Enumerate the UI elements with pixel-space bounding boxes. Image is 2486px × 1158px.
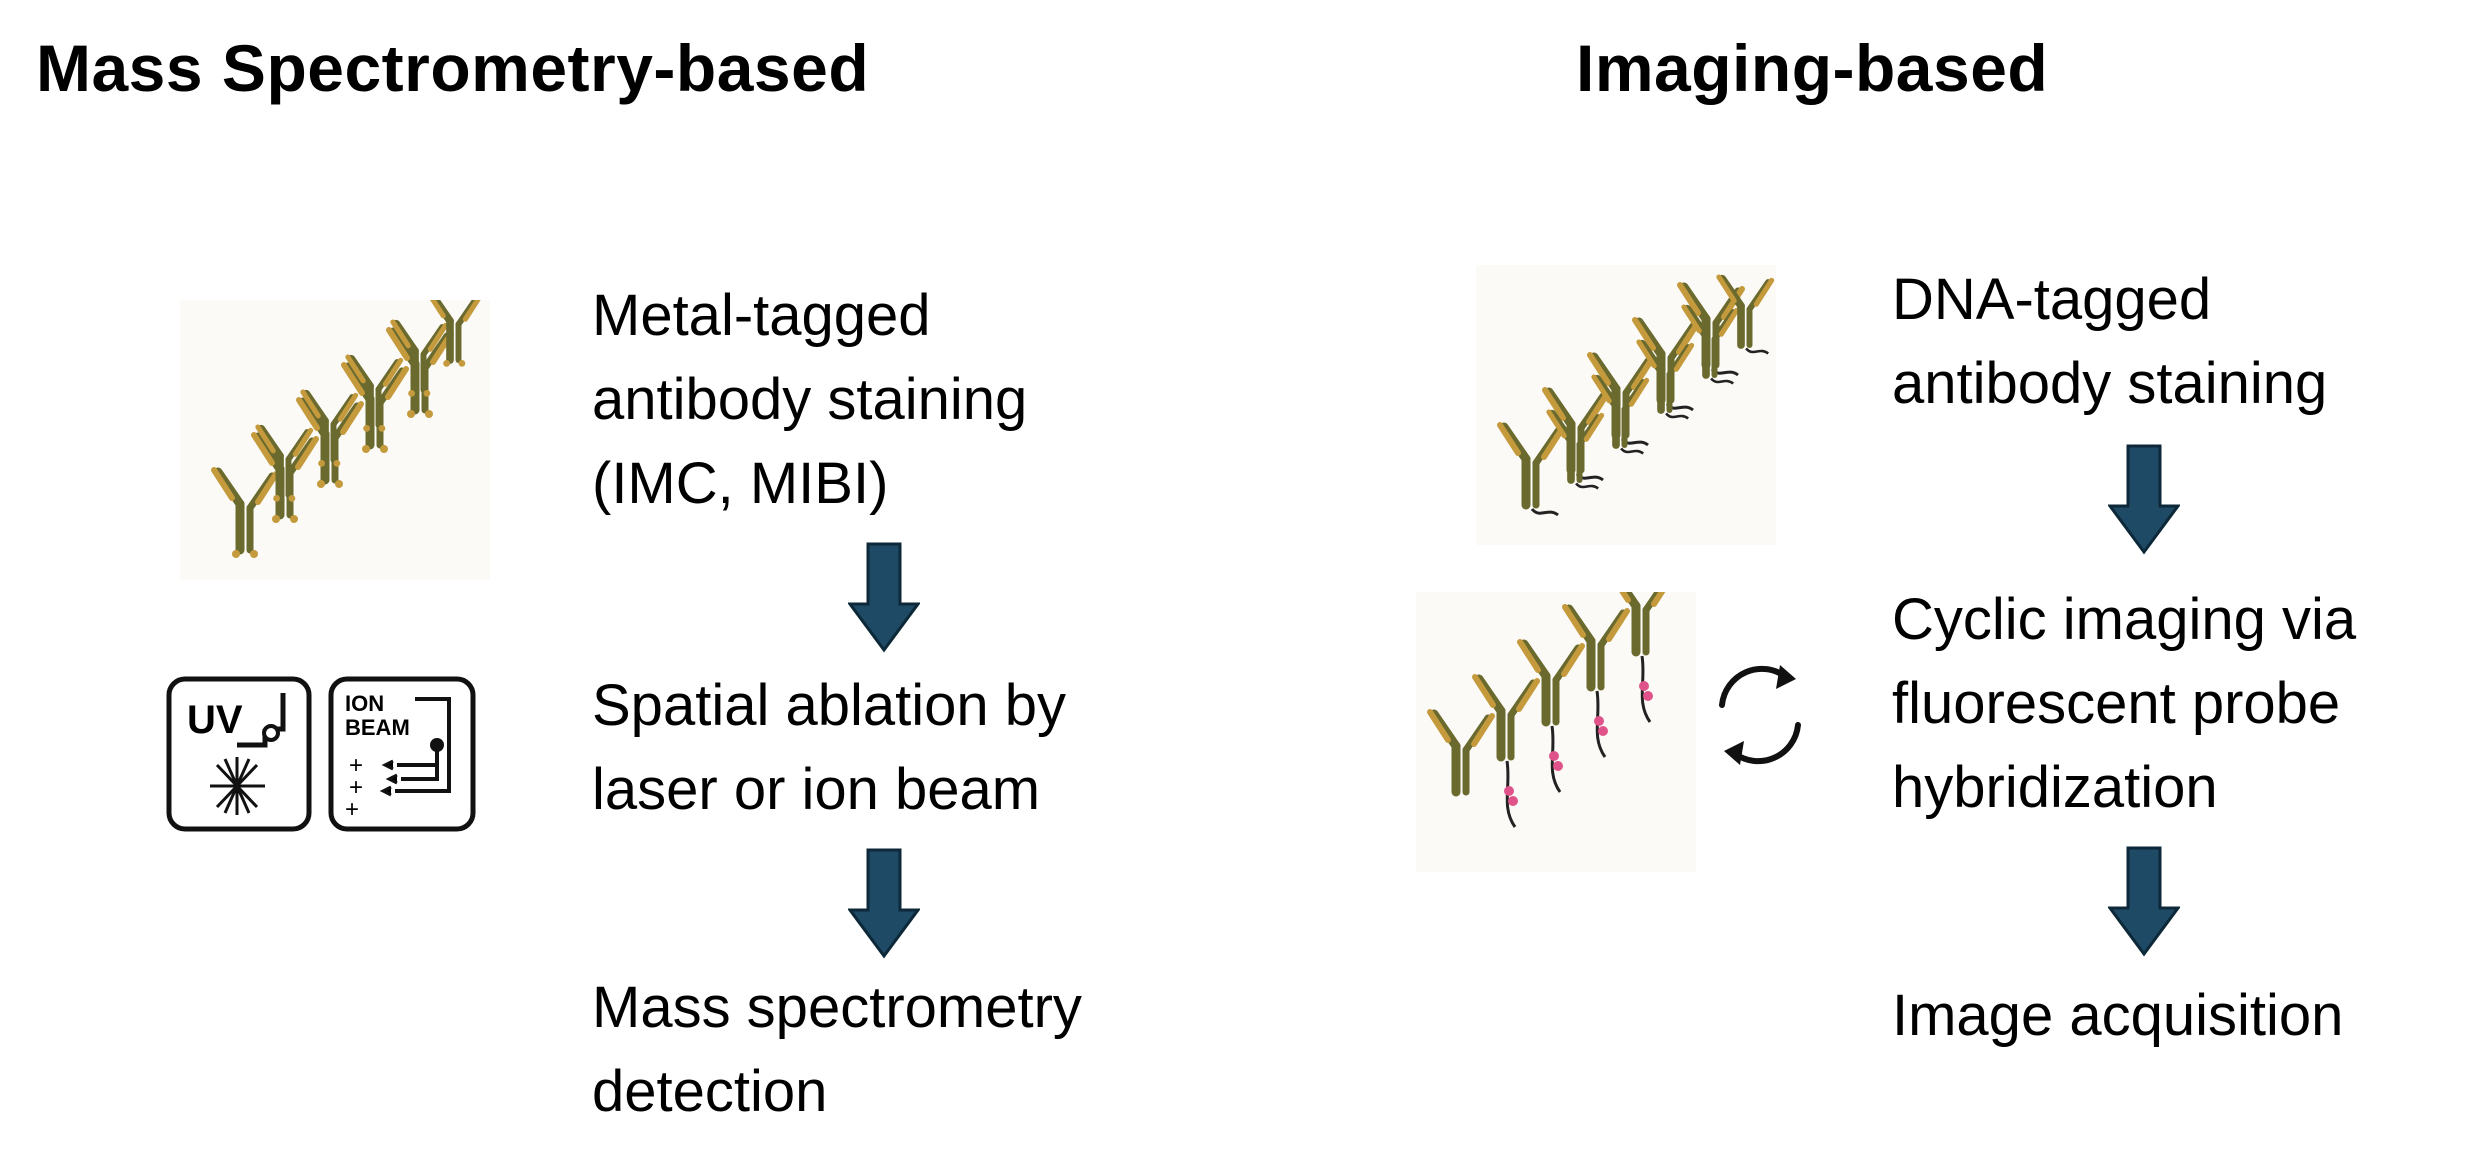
- right-step-3: Image acquisition: [1892, 983, 2344, 1048]
- antibody-icon: [1681, 304, 1740, 385]
- antibody-icon: [1517, 639, 1585, 793]
- left-step-2: Spatial ablation by laser or ion beam: [592, 673, 1066, 822]
- right-step-2: Cyclic imaging via fluorescent probe hyb…: [1892, 587, 2357, 820]
- antibody-icon: [1427, 709, 1495, 797]
- antibody-icon: [1472, 674, 1540, 828]
- antibody-icon: [390, 319, 449, 397]
- antibody-icon: [430, 300, 481, 367]
- left-step-1: Metal-tagged antibody staining (IMC, MIB…: [592, 283, 1028, 516]
- ion-label-1: ION: [345, 691, 384, 716]
- metal-tagged-antibodies-icon: [180, 300, 490, 580]
- antibody-icon: [345, 354, 404, 432]
- right-arrow-2: [2108, 846, 2180, 957]
- antibody-icon: [255, 424, 314, 502]
- left-arrow-2: [848, 848, 920, 959]
- left-step-3: Mass spectrometry detection: [592, 975, 1082, 1124]
- antibody-icon: [300, 389, 359, 467]
- left-arrow-1: [848, 542, 920, 653]
- right-arrow-1: [2108, 444, 2180, 555]
- right-step-1: DNA-tagged antibody staining: [1892, 267, 2328, 416]
- ion-label-2: BEAM: [345, 715, 410, 740]
- svg-text:+: +: [345, 796, 359, 823]
- laser-and-ion-beam-icon: UV ION BEAM + + +: [166, 676, 476, 832]
- left-title: Mass Spectrometry-based: [36, 31, 870, 105]
- antibody-icon: [1591, 374, 1650, 455]
- right-title: Imaging-based: [1576, 31, 2049, 105]
- antibody-icon: [1562, 604, 1630, 758]
- probe-hybridization-icon: [1416, 592, 1696, 872]
- antibody-icon: [1716, 274, 1775, 355]
- cycle-icon: [1719, 665, 1801, 765]
- uv-label: UV: [187, 698, 243, 742]
- antibody-icon: [1546, 409, 1605, 490]
- svg-text:+: +: [349, 774, 363, 801]
- antibody-icon: [1636, 339, 1695, 420]
- antibody-icon: [1497, 422, 1565, 517]
- dna-tagged-antibodies-icon: [1476, 265, 1776, 545]
- antibody-icon: [1619, 592, 1666, 723]
- antibody-icon: [211, 467, 279, 558]
- svg-text:+: +: [349, 752, 363, 779]
